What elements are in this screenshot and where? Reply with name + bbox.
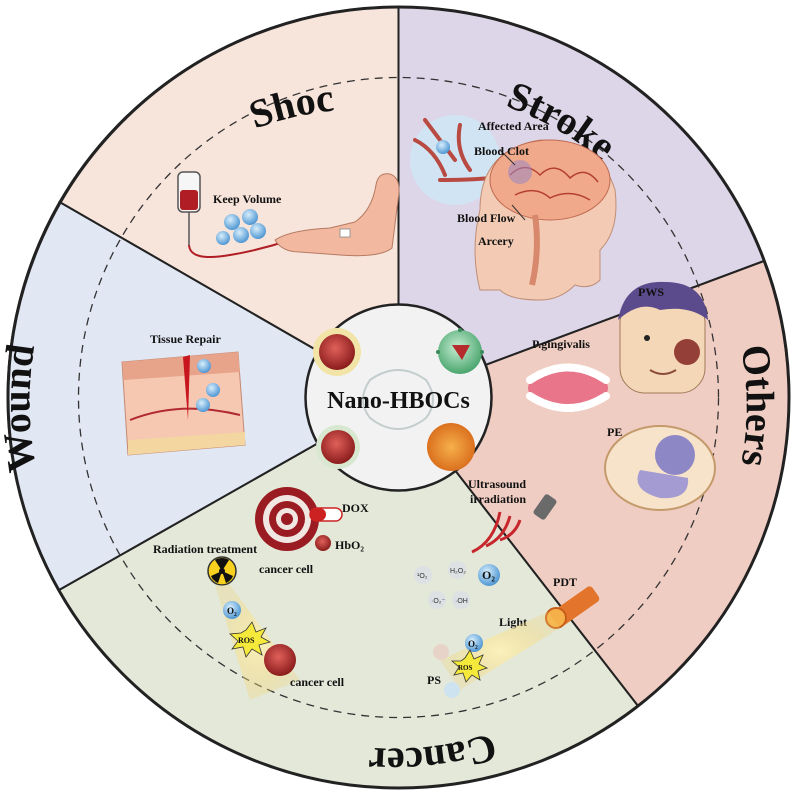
ros-1-label: ROS (238, 636, 255, 645)
face-icon (618, 281, 708, 394)
ultrasound-label: Ultrasound (468, 477, 526, 491)
ps-label: PS (427, 673, 441, 687)
center-title: Nano-HBOCs (327, 388, 470, 414)
blood-flow-label: Blood Flow (457, 211, 516, 225)
tissue-repair-label: Tissue Repair (150, 332, 221, 346)
nanoparticle-red-2-icon (316, 425, 360, 469)
o2-1-label: O₂ (227, 606, 237, 616)
ros-burst-2: ROS (450, 649, 489, 683)
head-brain-icon (474, 139, 617, 301)
dashed-ring (77, 76, 720, 719)
wound-title: Wound (0, 341, 44, 475)
blood-clot-label: Blood Clot (474, 144, 529, 158)
artery-icon (413, 118, 492, 182)
arm-icon (274, 173, 400, 257)
radiation-label: Radiation treatment (153, 542, 257, 556)
center-hub: Nano-HBOCs (304, 303, 493, 492)
pe-label: PE (607, 425, 622, 439)
fetus-icon (604, 425, 716, 511)
mol-oh-label: ·OH (455, 598, 468, 605)
affected-area-label: Affected Area (478, 119, 549, 133)
ros-molecules: ¹O₂ H₂O₂ ·O₂⁻ ·OH (414, 561, 470, 609)
target-cell-icon (255, 487, 319, 551)
mol-h2o2-label: H₂O₂ (450, 568, 466, 575)
cancer-cell-1-label: cancer cell (259, 562, 314, 576)
pgingivalis-label: P.gingivalis (532, 337, 590, 351)
dox-label: DOX (342, 501, 369, 515)
nanoparticle-gold-icon (427, 423, 475, 471)
hbo2-label: HbO₂ (335, 538, 364, 552)
wound-illustration: Tissue Repair (121, 332, 246, 456)
skin-tissue-icon (121, 351, 246, 456)
teeth-icon (526, 363, 610, 412)
others-illustration: PWS P.gingivalis PE (526, 281, 716, 511)
radiation-icon (207, 556, 237, 586)
cancer-cell-icon (264, 644, 296, 676)
iv-bag-icon (177, 171, 201, 245)
ros-2-label: ROS (458, 664, 473, 672)
o2-2-label: O₂ (482, 568, 495, 582)
capsule-icon (309, 507, 343, 522)
stroke-illustration: Affected Area Blood Clot Blood Flow Arce… (410, 115, 617, 301)
mol-1o2-label: ¹O₂ (417, 573, 428, 580)
irradiation-label: irradiation (470, 492, 526, 506)
hemoglobin-icon (362, 369, 434, 430)
others-title: Others (732, 342, 782, 470)
ros-burst-1: ROS (229, 621, 272, 658)
o2-bubbles-icon (216, 209, 266, 245)
pws-label: PWS (638, 285, 664, 299)
cancer-cell-2-label: cancer cell (290, 675, 345, 689)
keep-volume-label: Keep Volume (213, 192, 282, 206)
shock-illustration: Keep Volume (177, 171, 400, 258)
mol-o2minus-label: ·O₂⁻ (431, 598, 445, 605)
cancer-illustration: DOX HbO₂ Radiation treatment cancer cell… (153, 477, 600, 700)
hbo2-particle (315, 535, 331, 551)
nanoparticle-green-icon (436, 328, 484, 374)
nanoparticle-red-icon (313, 328, 361, 376)
ultrasound-probe-icon (471, 494, 557, 554)
arcery-label: Arcery (478, 234, 514, 248)
o2-3-label: O₂ (468, 639, 478, 649)
pdt-label: PDT (553, 575, 577, 589)
outer-ring (6, 5, 791, 790)
